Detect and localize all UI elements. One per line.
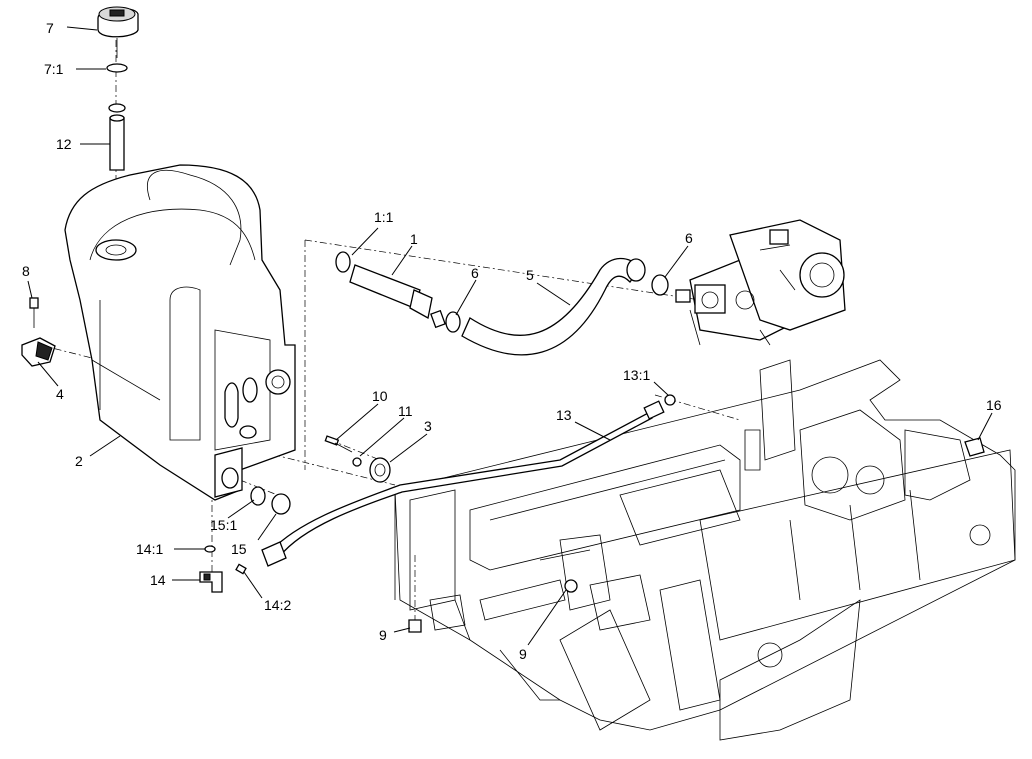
fitting-parts bbox=[199, 437, 985, 633]
tube-1 bbox=[349, 264, 421, 309]
isolator-parts bbox=[324, 435, 391, 483]
callout-16: 16 bbox=[986, 397, 1002, 413]
tube-12 bbox=[109, 117, 125, 171]
callout-15-1: 15:1 bbox=[210, 517, 237, 533]
callout-13-1: 13:1 bbox=[623, 367, 650, 383]
callout-12: 12 bbox=[56, 136, 72, 152]
callout-labels: 7 7:1 12 8 4 2 1:1 1 6 5 6 13:1 10 11 3 … bbox=[22, 20, 1002, 662]
nut-9b bbox=[564, 579, 578, 593]
callout-7-1: 7:1 bbox=[44, 61, 64, 77]
callout-14: 14 bbox=[150, 572, 166, 588]
callout-1: 1 bbox=[410, 231, 418, 247]
o-ring-13-1 bbox=[664, 394, 676, 406]
suction-hose-assembly bbox=[335, 251, 691, 356]
callout-14-2: 14:2 bbox=[264, 597, 291, 613]
filler-cap-assembly bbox=[97, 6, 139, 171]
callout-15: 15 bbox=[231, 541, 247, 557]
washer-11 bbox=[352, 457, 362, 467]
mount-parts bbox=[21, 297, 56, 367]
hydraulic-tank bbox=[64, 164, 296, 501]
callout-6-a: 6 bbox=[471, 265, 479, 281]
o-ring-14-2 bbox=[235, 563, 247, 575]
callout-5: 5 bbox=[526, 267, 534, 283]
callout-13: 13 bbox=[556, 407, 572, 423]
nut-16 bbox=[964, 437, 985, 457]
callout-9-b: 9 bbox=[519, 646, 527, 662]
o-ring-7-1 bbox=[106, 63, 128, 73]
elbow-fitting-14 bbox=[199, 571, 223, 593]
nut-9a bbox=[408, 619, 422, 633]
hydraulic-pump bbox=[689, 219, 846, 346]
tube-13 bbox=[271, 411, 653, 557]
clamp-6b bbox=[651, 274, 669, 296]
leader-lines bbox=[27, 26, 993, 646]
hose-5 bbox=[461, 257, 641, 356]
callout-8: 8 bbox=[22, 263, 30, 279]
tractor-frame bbox=[394, 359, 1016, 741]
callout-7: 7 bbox=[46, 20, 54, 36]
callout-3: 3 bbox=[424, 418, 432, 434]
clamp-6a bbox=[445, 311, 461, 333]
screw-8 bbox=[29, 297, 39, 309]
callout-1-1: 1:1 bbox=[374, 209, 394, 225]
callout-9-a: 9 bbox=[379, 627, 387, 643]
bolt-10 bbox=[324, 435, 340, 446]
callout-10: 10 bbox=[372, 388, 388, 404]
return-tube bbox=[261, 394, 676, 567]
callout-14-1: 14:1 bbox=[136, 541, 163, 557]
isolator-3 bbox=[369, 457, 391, 483]
o-ring-14-1 bbox=[204, 545, 216, 553]
callout-11: 11 bbox=[398, 403, 413, 419]
callout-6-b: 6 bbox=[685, 230, 693, 246]
callout-2: 2 bbox=[75, 453, 83, 469]
o-ring-1-1 bbox=[335, 251, 351, 273]
o-ring-15-1 bbox=[250, 486, 266, 506]
callout-4: 4 bbox=[56, 386, 64, 402]
plug-15 bbox=[271, 493, 291, 515]
